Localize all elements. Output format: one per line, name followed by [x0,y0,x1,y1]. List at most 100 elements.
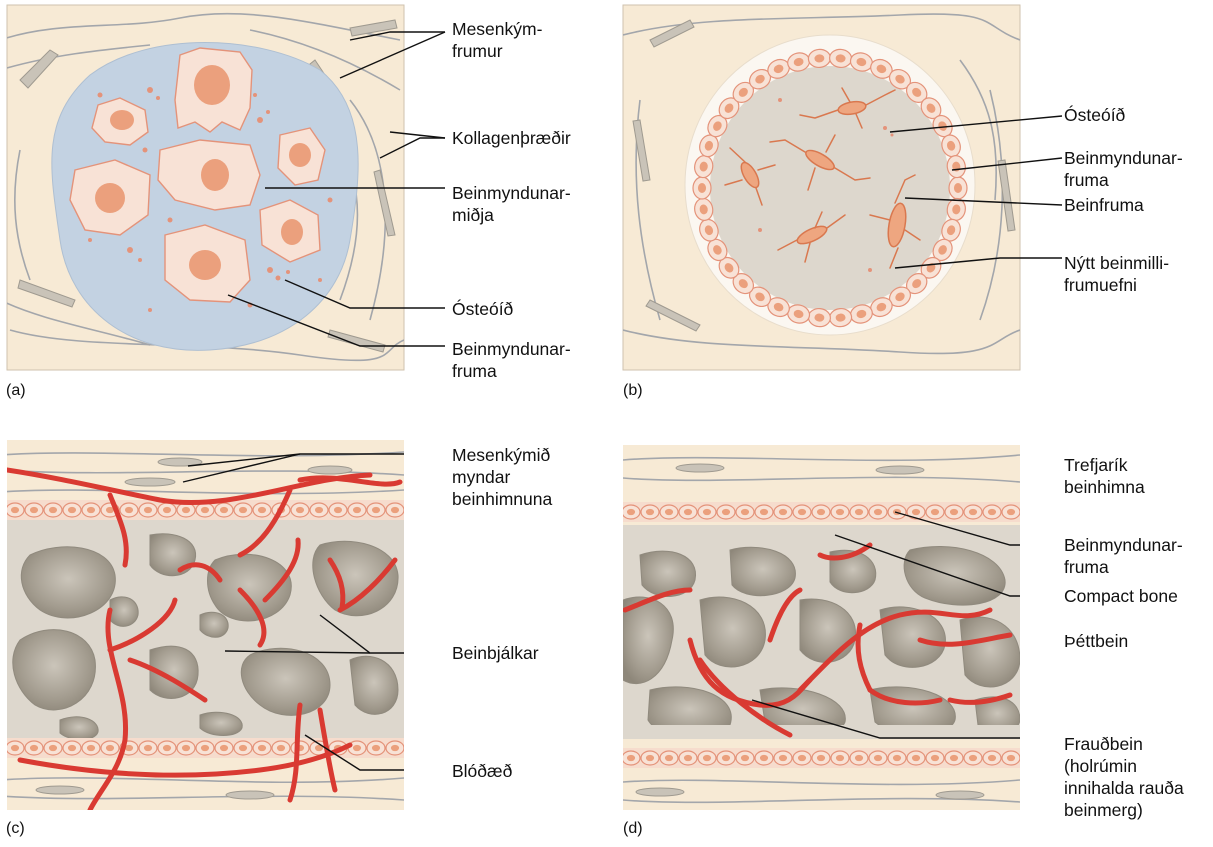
osteoblast-cell [941,218,961,242]
osteocyte-cell [724,147,776,206]
osteoblast-cell [69,159,151,236]
label-osteoid-a: Ósteóíð [452,299,514,319]
osteoblast-cell [43,740,63,756]
osteoblast-cell [81,502,101,518]
compact-bone-top-d [623,525,1020,543]
osteoblast-cell [678,504,698,520]
osteoblast-cell [829,307,853,328]
osteoblast-cell [888,286,912,308]
osteoblast-cell [716,504,736,520]
osteoblast-cell [328,502,348,518]
osteoblast-cell [659,504,679,520]
panel-letter-b: (b) [623,382,643,399]
osteoblast-cell [385,502,404,518]
osteoblast-cell [277,127,326,186]
osteoblast-cell [138,740,158,756]
osteoblast-cell [640,750,660,766]
osteoblast-cell [982,750,1002,766]
panel-c [7,440,404,810]
osteoblast-cell [214,740,234,756]
osteoblast-cell [290,740,310,756]
label-osteoblast-b: Beinmyndunar-fruma [1064,148,1183,190]
osteoblasts-a [69,47,326,303]
leader-lines-d [751,511,1020,739]
osteoblast-cell [176,740,196,756]
osteoblast-cell [694,197,714,221]
osteoblast-layer-bottom-d [623,748,1020,768]
osteoblast-cell [849,504,869,520]
osteoblast-layer-top-c [7,500,404,520]
osteoblast-cell [697,504,717,520]
label-new-matrix-b: Nýtt beinmilli-frumuefni [1064,253,1170,295]
osteoblast-cell [91,97,149,146]
label-osteoblast-a: Beinmyndunar-fruma [452,339,571,381]
osteoblast-cell [1001,750,1020,766]
osteoblast-cell [623,504,641,520]
label-trabeculae-c: Beinbjálkar [452,643,539,663]
osteoblast-cell [176,502,196,518]
osteoblast-cell [946,197,966,221]
osteoblast-cell [925,750,945,766]
label-osteoblast-d: Beinmyndunar-fruma [1064,535,1183,577]
osteoblast-cell [932,238,953,262]
osteoblast-cell [157,502,177,518]
osteoblast-cell [157,740,177,756]
osteoblast-cell [623,750,641,766]
osteoblast-cell [767,58,790,79]
osteoblast-cell [697,750,717,766]
osteoblast-cell [195,740,215,756]
mesenchyme-cells-d [635,463,985,800]
osteoblast-cell [694,155,714,179]
osteoblast-cell [366,740,386,756]
osteoblast-cell [164,224,251,303]
osteoblast-cell [932,114,953,138]
osteoblast-cell [754,750,774,766]
osteoblast-cell [138,502,158,518]
osteoblast-cell [699,218,719,242]
blood-vessels-c [7,467,403,810]
osteoblast-cell [735,750,755,766]
osteoblast-cell [944,504,964,520]
osteoblast-cell [366,502,386,518]
osteoblast-cell [807,307,831,328]
label-collagen-fibers-a: Kollagenþræðir [452,128,571,148]
label-blood-vessel-c: Blóðæð [452,761,513,781]
leader-lines-a [227,31,446,347]
osteoblast-cell [271,740,291,756]
osteoblast-cell [119,502,139,518]
osteoblast-cell [716,750,736,766]
osteoblast-ring-b [692,48,968,328]
osteoblast-cell [640,504,660,520]
osteoblast-cell [62,502,82,518]
osteoblast-cell [252,740,272,756]
osteoblast-cell [214,502,234,518]
label-osteocyte-b: Beinfruma [1064,195,1144,215]
osteoblast-cell [754,504,774,520]
compact-bone-bottom-d [623,725,1020,739]
osteoblast-cell [925,504,945,520]
panel-letter-c: (c) [6,820,25,837]
osteoblast-cell [906,750,926,766]
osteoblast-cell [347,502,367,518]
osteoblast-cell [792,750,812,766]
osteoblast-cell [24,740,44,756]
osteocytes-b [724,87,921,269]
osteoblast-cell [963,504,983,520]
osteoblast-cell [24,502,44,518]
osteoblast-cell [888,68,912,90]
osteoblast-cell [718,97,740,120]
osteoid-particles-a [88,87,333,312]
osteoblast-cell [868,504,888,520]
osteoblast-cell [718,256,740,279]
osteoblast-cell [259,199,321,263]
osteoblast-cell [905,273,928,295]
osteocyte-cell [869,174,921,269]
label-compact-bone-en-d: Compact bone [1064,586,1178,606]
osteoblast-cell [233,740,253,756]
osteoblast-cell [81,740,101,756]
osteoblast-cell [906,504,926,520]
